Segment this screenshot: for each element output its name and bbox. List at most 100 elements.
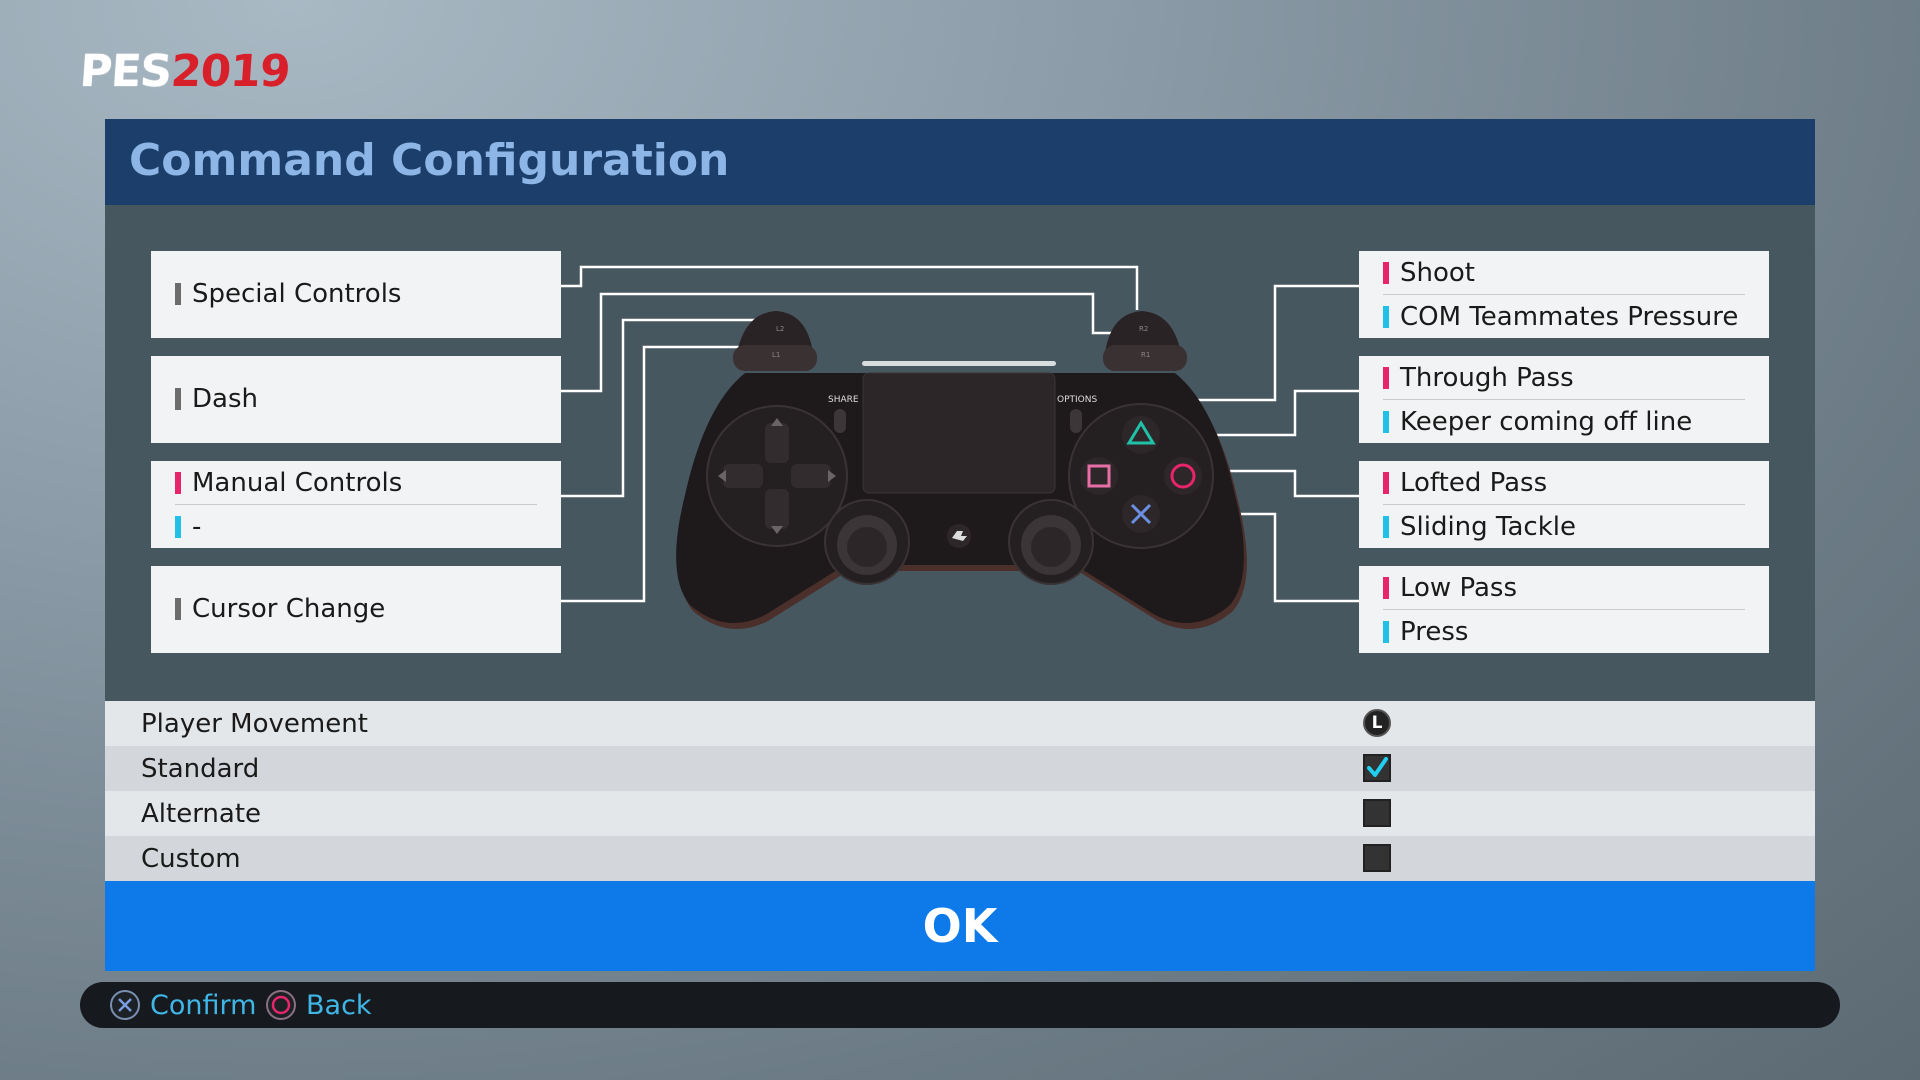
line-special-controls bbox=[561, 265, 1139, 310]
r1-bumper bbox=[1103, 345, 1187, 371]
label-row: Dash bbox=[175, 377, 537, 421]
bar-marker bbox=[175, 472, 181, 494]
right-box-through-pass: Through Pass Keeper coming off line bbox=[1359, 356, 1769, 443]
row-divider bbox=[1383, 294, 1745, 295]
label-text: COM Teammates Pressure bbox=[1400, 302, 1739, 332]
r2-trigger bbox=[1105, 311, 1181, 353]
left-stick-icon: L bbox=[1363, 709, 1391, 737]
dpad-well bbox=[706, 405, 848, 547]
row-divider bbox=[175, 504, 537, 505]
line-through-pass bbox=[1161, 389, 1359, 437]
label-row: Shoot bbox=[1383, 251, 1745, 295]
label-text: Sliding Tackle bbox=[1400, 512, 1577, 542]
circle-button bbox=[1164, 457, 1202, 495]
left-box-cursor-change: Cursor Change bbox=[151, 566, 561, 653]
option-label: Custom bbox=[141, 843, 241, 874]
line-dash bbox=[561, 292, 1125, 393]
logo-pes: PES bbox=[78, 46, 173, 97]
line-manual-controls bbox=[561, 318, 773, 498]
confirm-label: Confirm bbox=[150, 989, 257, 1021]
bar-marker bbox=[1383, 367, 1389, 389]
ok-button[interactable]: OK bbox=[105, 881, 1815, 971]
back-label: Back bbox=[306, 989, 372, 1021]
bar-marker bbox=[1383, 306, 1389, 328]
l2-trigger bbox=[737, 311, 813, 353]
bar-marker bbox=[1383, 516, 1389, 538]
square-button bbox=[1080, 457, 1118, 495]
dpad bbox=[723, 423, 831, 529]
left-box-manual-controls: Manual Controls - bbox=[151, 461, 561, 548]
cross-button-icon bbox=[110, 990, 140, 1020]
label-text: Shoot bbox=[1400, 258, 1475, 288]
label-row: Sliding Tackle bbox=[1383, 505, 1745, 549]
row-divider bbox=[1383, 609, 1745, 610]
share-label: SHARE bbox=[828, 395, 859, 405]
touchpad bbox=[862, 372, 1056, 494]
bar-marker bbox=[1383, 621, 1389, 643]
light-bar bbox=[862, 361, 1056, 366]
label-text: Through Pass bbox=[1400, 363, 1574, 393]
options-label: OPTIONS bbox=[1057, 395, 1097, 405]
l1-bumper bbox=[733, 345, 817, 371]
circle-button-icon bbox=[266, 990, 296, 1020]
command-configuration-panel: Command Configuration L2 R2 bbox=[105, 119, 1815, 971]
option-standard[interactable]: Standard bbox=[105, 746, 1815, 791]
bar-marker bbox=[175, 388, 181, 410]
bar-marker bbox=[1383, 577, 1389, 599]
label-row: Low Pass bbox=[1383, 566, 1745, 610]
label-row: Special Controls bbox=[175, 272, 537, 316]
label-text: Manual Controls bbox=[192, 468, 403, 498]
label-text: Dash bbox=[192, 384, 258, 414]
footer-bar: Confirm Back bbox=[80, 982, 1840, 1028]
label-row: Cursor Change bbox=[175, 587, 537, 631]
label-row: COM Teammates Pressure bbox=[1383, 295, 1745, 339]
share-button bbox=[834, 409, 846, 433]
l1-label: L1 bbox=[772, 351, 780, 359]
label-text: Low Pass bbox=[1400, 573, 1517, 603]
label-row: Press bbox=[1383, 610, 1745, 654]
checkbox-alternate[interactable] bbox=[1363, 799, 1391, 827]
confirm-hint[interactable]: Confirm bbox=[108, 987, 256, 1023]
line-lofted-pass bbox=[1205, 469, 1359, 498]
option-label: Player Movement bbox=[141, 708, 368, 739]
bar-marker bbox=[175, 598, 181, 620]
bar-marker bbox=[1383, 472, 1389, 494]
face-buttons-well bbox=[1068, 403, 1214, 549]
options-list: Player Movement L Standard Alternate Cus… bbox=[105, 701, 1815, 881]
label-text: Cursor Change bbox=[192, 594, 386, 624]
options-button bbox=[1070, 409, 1082, 433]
row-divider bbox=[1383, 399, 1745, 400]
right-box-shoot: Shoot COM Teammates Pressure bbox=[1359, 251, 1769, 338]
bar-marker bbox=[1383, 262, 1389, 284]
line-cursor-change bbox=[561, 345, 773, 603]
l2-label: L2 bbox=[776, 325, 784, 333]
checkmark-icon bbox=[1367, 757, 1388, 777]
label-row: Manual Controls bbox=[175, 461, 537, 505]
checkbox-standard[interactable] bbox=[1363, 754, 1391, 782]
option-custom[interactable]: Custom bbox=[105, 836, 1815, 881]
right-box-lofted-pass: Lofted Pass Sliding Tackle bbox=[1359, 461, 1769, 548]
label-row: Through Pass bbox=[1383, 356, 1745, 400]
r2-label: R2 bbox=[1139, 325, 1148, 333]
logo-year: 2019 bbox=[169, 46, 292, 97]
option-alternate[interactable]: Alternate bbox=[105, 791, 1815, 836]
connector-lines: L2 R2 L1 R1 SHARE OPTIONS bbox=[561, 265, 1359, 629]
back-hint[interactable]: Back bbox=[264, 987, 372, 1023]
option-player-movement: Player Movement L bbox=[105, 701, 1815, 746]
pes-logo: PES2019 bbox=[78, 46, 291, 97]
bar-marker bbox=[175, 516, 181, 538]
label-text: Lofted Pass bbox=[1400, 468, 1548, 498]
ps4-controller: L2 R2 L1 R1 SHARE OPTIONS bbox=[676, 311, 1247, 629]
left-box-dash: Dash bbox=[151, 356, 561, 443]
label-text: Press bbox=[1400, 617, 1469, 647]
label-text: Keeper coming off line bbox=[1400, 407, 1693, 437]
bar-marker bbox=[1383, 411, 1389, 433]
row-divider bbox=[1383, 504, 1745, 505]
left-box-special-controls: Special Controls bbox=[151, 251, 561, 338]
label-row: Lofted Pass bbox=[1383, 461, 1745, 505]
controller-diagram: L2 R2 L1 R1 SHARE OPTIONS bbox=[105, 205, 1815, 701]
r1-label: R1 bbox=[1141, 351, 1150, 359]
checkbox-custom[interactable] bbox=[1363, 844, 1391, 872]
bar-marker bbox=[175, 283, 181, 305]
right-box-low-pass: Low Pass Press bbox=[1359, 566, 1769, 653]
